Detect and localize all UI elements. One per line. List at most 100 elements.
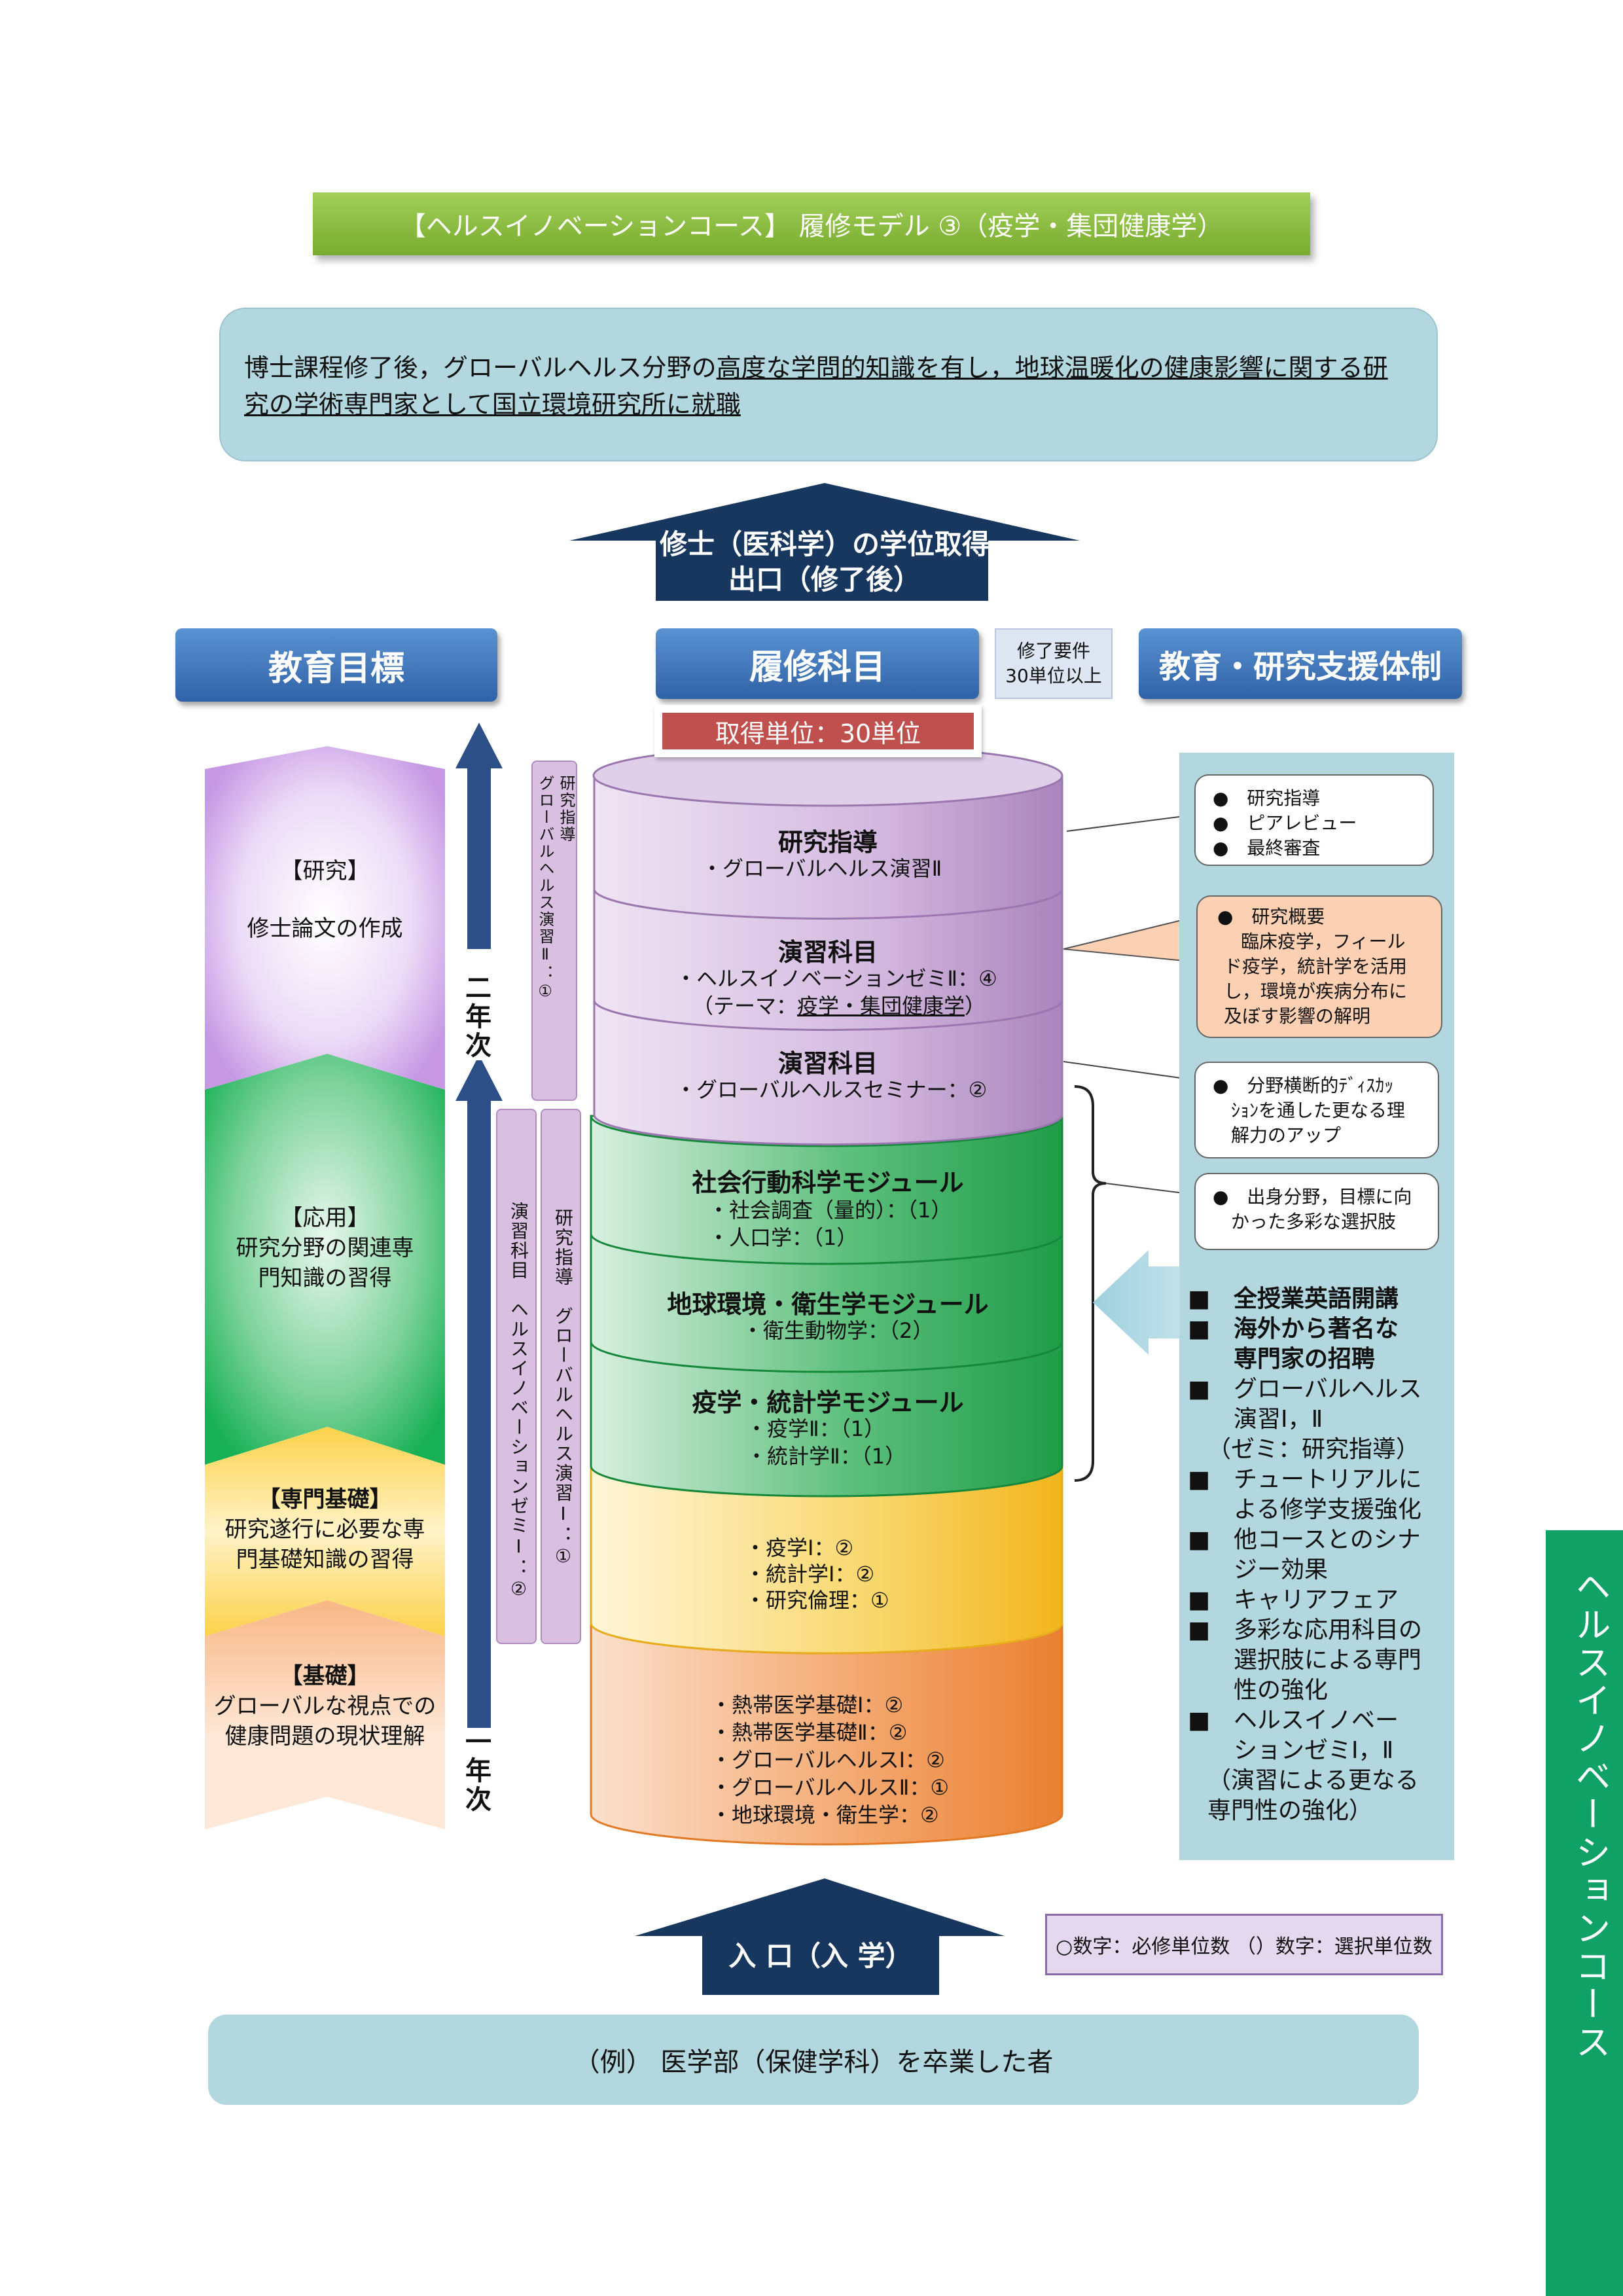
support-item-text: グローバルヘルス [1234, 1376, 1422, 1403]
support-item-text: 多彩な応用科目の [1234, 1617, 1423, 1643]
bullet-icon [1188, 1405, 1234, 1435]
cyl-module-epi-title: 疫学・統計学モジュール [692, 1388, 964, 1417]
vbar-research-guidance-1: 研究指導 グローバルヘルス演習Ⅰ：① [541, 1109, 581, 1644]
support-item-line: ジー効果 [1188, 1555, 1443, 1585]
cyl-exercise-theme: （テーマ：疫学・集団健康学） [692, 990, 986, 1020]
cyl-seg-orange [590, 1622, 1063, 1846]
cyl-basic-item-2: ・熱帯医学基礎Ⅱ：② [711, 1720, 908, 1745]
requirement-line1: 修了要件 [1016, 640, 1090, 662]
bullet-icon: ■ [1188, 1316, 1211, 1342]
callout-2-pointer [1063, 915, 1198, 963]
support-item-line: 性の強化 [1188, 1676, 1443, 1706]
callout-research-guidance: ● 研究指導 ● ピアレビュー ● 最終審査 [1194, 774, 1434, 866]
cyl-exercise-item-2: ・グローバルヘルスセミナー：② [675, 1077, 988, 1102]
callout-2-line5: 及ぼす影響の解明 [1224, 1005, 1371, 1027]
stage-applied-desc2: 門知識の習得 [258, 1265, 392, 1291]
credits-label: 取得単位：30単位 [654, 705, 982, 757]
bullet-icon: ■ [1188, 1526, 1211, 1553]
course-side-tab-label: ヘルスイノベーションコース [1569, 1568, 1611, 2062]
goal-text-underlined-2: 究の学術専門家として国立環境研究所に就職 [244, 390, 741, 419]
stage-basic-desc2: 健康問題の現状理解 [224, 1723, 425, 1749]
cyl-exercise-item-1: ・ヘルスイノベーションゼミⅡ：④ [675, 966, 997, 991]
callout-1-line2: ● ピアレビュー [1213, 812, 1357, 834]
cyl-module-env-item-1: ・衛生動物学：（2） [742, 1318, 934, 1343]
support-panel-arrow [1093, 1250, 1198, 1355]
cyl-module-epi-item-2: ・統計学Ⅱ：（1） [746, 1444, 906, 1469]
exit-arrow-label: 修士（医科学）の学位取得 出口（修了後） [654, 527, 995, 598]
cyl-module-epi-item-1: ・疫学Ⅱ：（1） [746, 1416, 885, 1441]
theme-prefix: （テーマ： [692, 994, 798, 1018]
stage-applied-shape [205, 1054, 445, 1465]
callout-3-line3: 解力のアップ [1231, 1124, 1342, 1146]
career-goal-box: 博士課程修了後，グローバルヘルス分野の高度な学問的知識を有し，地球温暖化の健康影… [219, 308, 1438, 461]
requirement-line2: 30単位以上 [1005, 665, 1102, 687]
callout-elective-options: ● 出身分野，目標に向 かった多彩な選択肢 [1194, 1173, 1439, 1250]
stage-specialized-title: 【専門基礎】 [258, 1486, 392, 1513]
support-item-text: 専門性の強化） [1207, 1797, 1373, 1824]
exit-line2: 出口（修了後） [728, 564, 921, 596]
cyl-basic-item-4: ・グローバルヘルスⅡ：① [711, 1775, 950, 1800]
callout-2-line2: 臨床疫学，フィール [1241, 931, 1406, 952]
entrance-arrow [635, 1878, 1005, 1995]
callout-1-pointer [1066, 814, 1195, 851]
stage-applied-title: 【応用】 [280, 1205, 370, 1231]
support-item-line: 選択肢による専門 [1188, 1645, 1443, 1676]
cyl-basic-spec-item-3: ・研究倫理：① [745, 1588, 889, 1613]
bullet-icon: ■ [1188, 1376, 1211, 1403]
support-item-line: 演習Ⅰ，Ⅱ [1188, 1405, 1443, 1435]
bullet-icon [1188, 1736, 1234, 1766]
callout-1-line1: ● 研究指導 [1213, 787, 1321, 809]
support-item-text: 海外から著名な [1234, 1316, 1399, 1342]
support-item-text: よる修学支援強化 [1234, 1496, 1421, 1523]
bullet-icon: ■ [1188, 1617, 1211, 1643]
support-item-line: ■ 他コースとのシナ [1188, 1525, 1443, 1555]
bullet-icon: ■ [1188, 1707, 1211, 1734]
support-item-text: 他コースとのシナ [1234, 1526, 1421, 1553]
support-list: ■全授業英語開講■海外から著名な専門家の招聘■グローバルヘルス演習Ⅰ，Ⅱ（ゼミ：… [1188, 1284, 1443, 1826]
cyl-module-social-title: 社会行動科学モジュール [692, 1168, 964, 1197]
callout-cross-discipline: ● 分野横断的ﾃﾞｨｽｶｯ ｼｮﾝを通した更なる理 解力のアップ [1194, 1062, 1439, 1158]
cyl-basic-item-5: ・地球環境・衛生学：② [711, 1803, 939, 1827]
support-item-text: 選択肢による専門 [1234, 1647, 1421, 1674]
callout-2-line1: ● 研究概要 [1217, 906, 1325, 927]
bullet-icon [1188, 1645, 1234, 1676]
header-courses: 履修科目 [656, 628, 979, 699]
cyl-exercise-title-1: 演習科目 [777, 938, 878, 967]
cylinder [590, 744, 1063, 1846]
support-item-text: 演習Ⅰ，Ⅱ [1234, 1406, 1323, 1433]
cyl-basic-item-1: ・熱帯医学基礎Ⅰ：② [711, 1693, 904, 1717]
support-item-text: （ゼミ：研究指導） [1207, 1436, 1420, 1463]
stage-applied: 【応用】 研究分野の関連専 門知識の習得 [205, 1203, 445, 1293]
vbar-left-text: 演習科目 ヘルスイノベーションゼミⅠ：② [508, 1202, 529, 1601]
stage-research-desc: 修士論文の作成 [247, 916, 403, 942]
bullet-icon: ■ [1188, 1285, 1211, 1312]
cyl-seg-purple [593, 774, 1063, 1146]
support-item-line: ションゼミⅠ，Ⅱ [1188, 1736, 1443, 1766]
stage-specialized: 【専門基礎】 研究遂行に必要な専 門基礎知識の習得 [205, 1484, 445, 1575]
exit-line1: 修士（医科学）の学位取得 [659, 528, 990, 560]
bullet-icon [1188, 1344, 1234, 1374]
year-label-second: 二年次 [461, 974, 495, 1060]
support-item-text: （演習による更なる [1207, 1767, 1419, 1794]
stage-research-shape [205, 746, 445, 1090]
cyl-module-social-item-2: ・人口学：（1） [708, 1225, 858, 1250]
theme-name: 疫学・集団健康学 [797, 994, 965, 1018]
support-item-line: 専門家の招聘 [1188, 1344, 1443, 1374]
bullet-icon: ■ [1188, 1466, 1211, 1493]
callout-2-line4: し，環境が疾病分布に [1224, 980, 1408, 1002]
support-item-text: ションゼミⅠ，Ⅱ [1234, 1737, 1394, 1764]
support-item-line: ■ 海外から著名な [1188, 1314, 1443, 1344]
year-arrow-upper [455, 723, 503, 949]
page-title: 【ヘルスイノベーションコース】 履修モデル ③（疫学・集団健康学） [313, 192, 1310, 255]
vbar-top-line1: 研究指導 [557, 775, 575, 843]
vbar-research-guidance-2: 研究指導 グローバルヘルス演習Ⅱ：① [531, 761, 577, 1101]
year-arrow-lower [455, 1055, 503, 1728]
stage-research-title: 【研究】 [280, 858, 370, 884]
support-item-text: 性の強化 [1234, 1677, 1329, 1704]
support-item-line: ■キャリアフェア [1188, 1585, 1443, 1615]
vbar-top-line2: グローバルヘルス演習Ⅱ：① [536, 775, 554, 1001]
callout-1-line3: ● 最終審査 [1213, 837, 1321, 859]
cyl-module-social-item-1: ・社会調査（量的）：（1） [708, 1198, 952, 1223]
support-item-text: キャリアフェア [1234, 1587, 1399, 1613]
